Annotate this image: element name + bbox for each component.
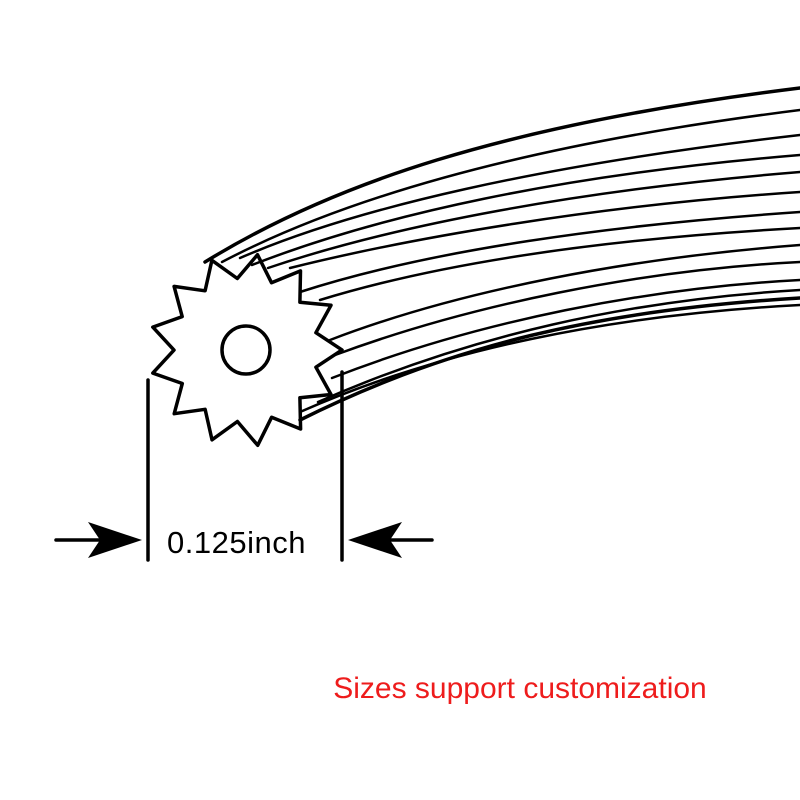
cord-ridge-4 — [266, 170, 800, 270]
cord-bottom-edge — [298, 296, 800, 422]
cord-end-face — [151, 252, 344, 448]
cord-ridge-10 — [330, 278, 800, 380]
cord-ridge-7 — [318, 226, 800, 302]
cord-ridge-8 — [328, 243, 800, 342]
dimension-arrow-right — [54, 522, 142, 558]
cord-ridge-1 — [220, 108, 800, 264]
dimension-arrow-left — [348, 522, 434, 558]
cord-ridge-5 — [288, 190, 800, 270]
cord-ridge-6 — [298, 210, 800, 294]
cord-ridge-12 — [298, 303, 800, 414]
star-profile-cross-section — [151, 252, 344, 448]
cord-top-edge — [203, 86, 800, 264]
cord-ridge-9 — [333, 260, 800, 357]
center-hole — [220, 324, 272, 376]
dimension-label: 0.125inch — [167, 525, 306, 560]
cord-ridge-2 — [238, 133, 800, 260]
cord-ridge-11 — [316, 288, 800, 404]
customization-note: Sizes support customization — [333, 672, 707, 705]
cord-body — [203, 86, 800, 422]
dimension: 0.125inch — [54, 370, 434, 562]
cord-ridge-3 — [250, 153, 800, 267]
